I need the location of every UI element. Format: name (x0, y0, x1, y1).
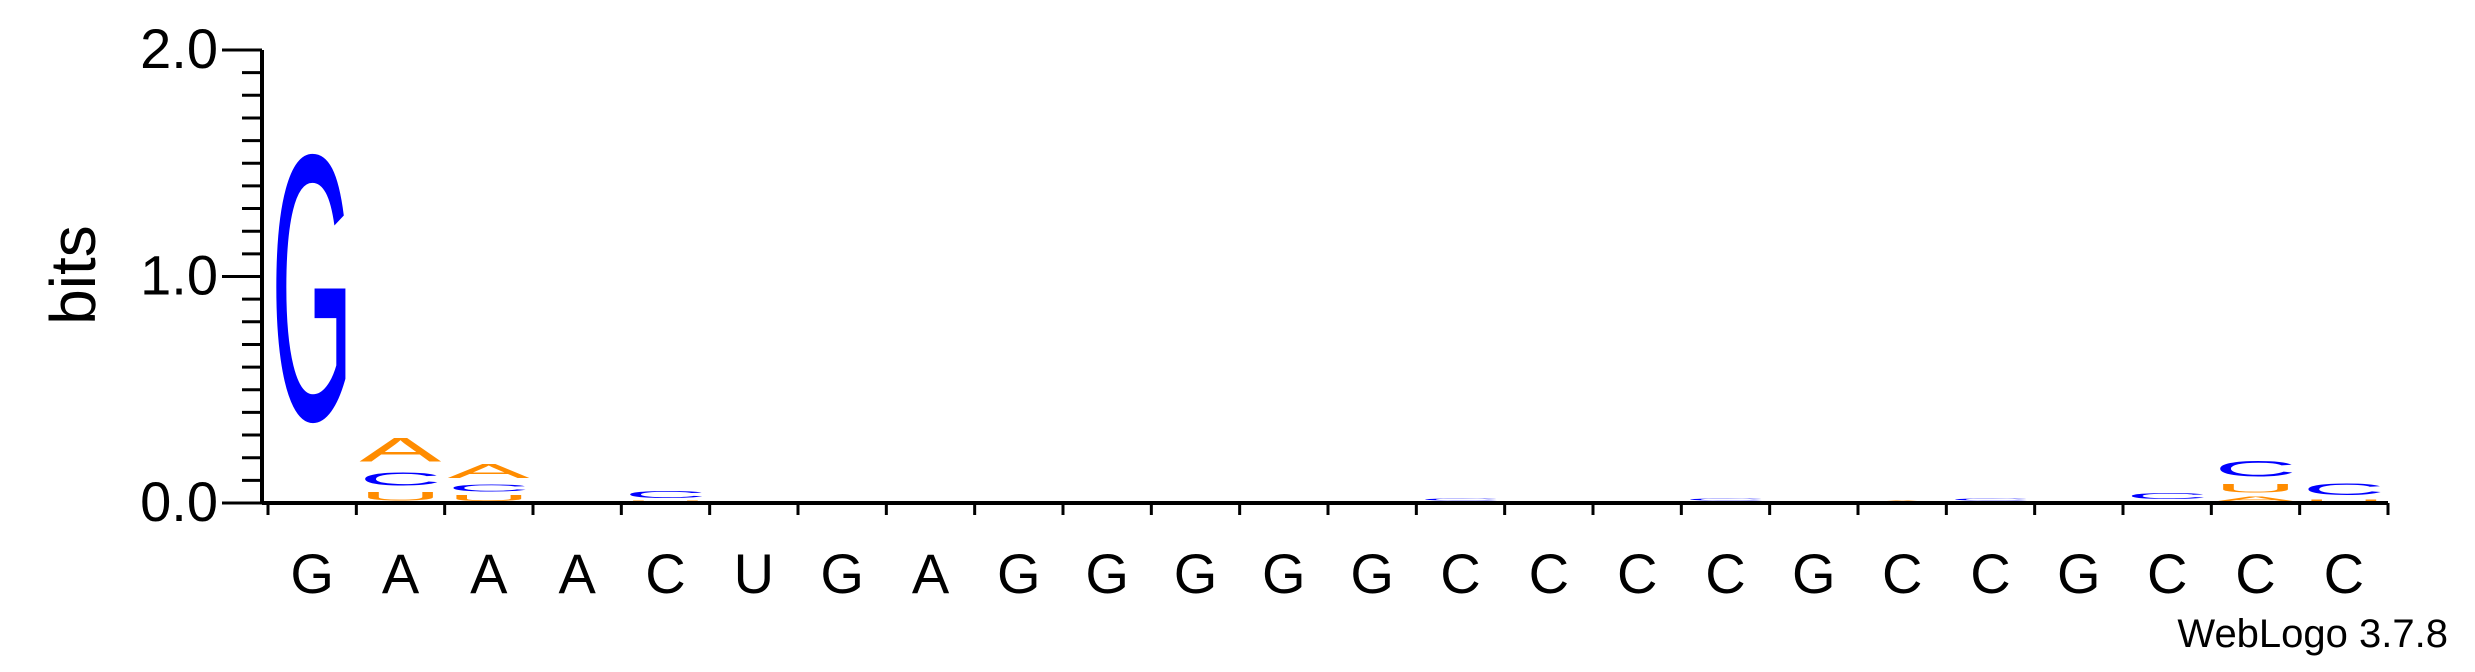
x-tick-label: G (1350, 542, 1394, 605)
x-tick-label: A (558, 542, 596, 605)
logo-letter-C: C (2303, 480, 2385, 498)
logo-letter-C: C (624, 489, 706, 500)
y-tick-label: 0.0 (140, 470, 218, 533)
logo-letter-U: U (2214, 482, 2296, 495)
x-tick-label: A (382, 542, 420, 605)
weblogo-credit: WebLogo 3.7.8 (2177, 612, 2448, 656)
x-tick-label: C (2147, 542, 2187, 605)
x-tick-label: G (1262, 542, 1306, 605)
x-tick-label: C (1705, 542, 1745, 605)
x-tick-label: G (2057, 542, 2101, 605)
x-tick-label: C (645, 542, 685, 605)
logo-letter-C: C (2214, 457, 2296, 482)
logo-letter-C: C (359, 469, 441, 489)
x-tick-label: C (1970, 542, 2010, 605)
x-tick-label: C (1617, 542, 1657, 605)
x-tick-label: G (1792, 542, 1836, 605)
x-tick-label: C (2235, 542, 2275, 605)
x-tick-label: U (734, 542, 774, 605)
y-axis-label: bits (37, 225, 109, 325)
logo-letter-U: U (2303, 499, 2385, 504)
x-tick-label: C (1440, 542, 1480, 605)
x-tick-label: C (1882, 542, 1922, 605)
y-tick-label: 1.0 (140, 244, 218, 307)
y-axis: 0.0 1.0 2.0 (140, 17, 264, 533)
logo-stacks: GUCAUCAAUCGAACACAACUCAUCUC (271, 76, 2385, 503)
x-tick-label: G (820, 542, 864, 605)
x-tick-label: G (1174, 542, 1218, 605)
x-tick-label: G (1085, 542, 1129, 605)
y-tick-label: 2.0 (140, 17, 218, 80)
logo-letter-U: U (448, 494, 530, 503)
x-tick-label: A (912, 542, 950, 605)
logo-letter-G: G (271, 76, 353, 501)
x-tick-label: A (470, 542, 508, 605)
logo-letter-C: C (1949, 498, 2031, 501)
logo-letter-C: C (2126, 492, 2208, 501)
logo-letter-U: U (359, 490, 441, 503)
x-tick-label: C (1529, 542, 1569, 605)
x-tick-label: C (2324, 542, 2364, 605)
logo-letter-A: A (448, 460, 530, 483)
x-tick-label: G (290, 542, 334, 605)
x-tick-label: G (997, 542, 1041, 605)
logo-letter-C: C (1684, 498, 1766, 501)
logo-letter-A: A (2214, 495, 2296, 503)
logo-letter-C: C (1419, 498, 1501, 501)
logo-letter-A: A (359, 431, 441, 469)
logo-letter-C: C (448, 483, 530, 494)
